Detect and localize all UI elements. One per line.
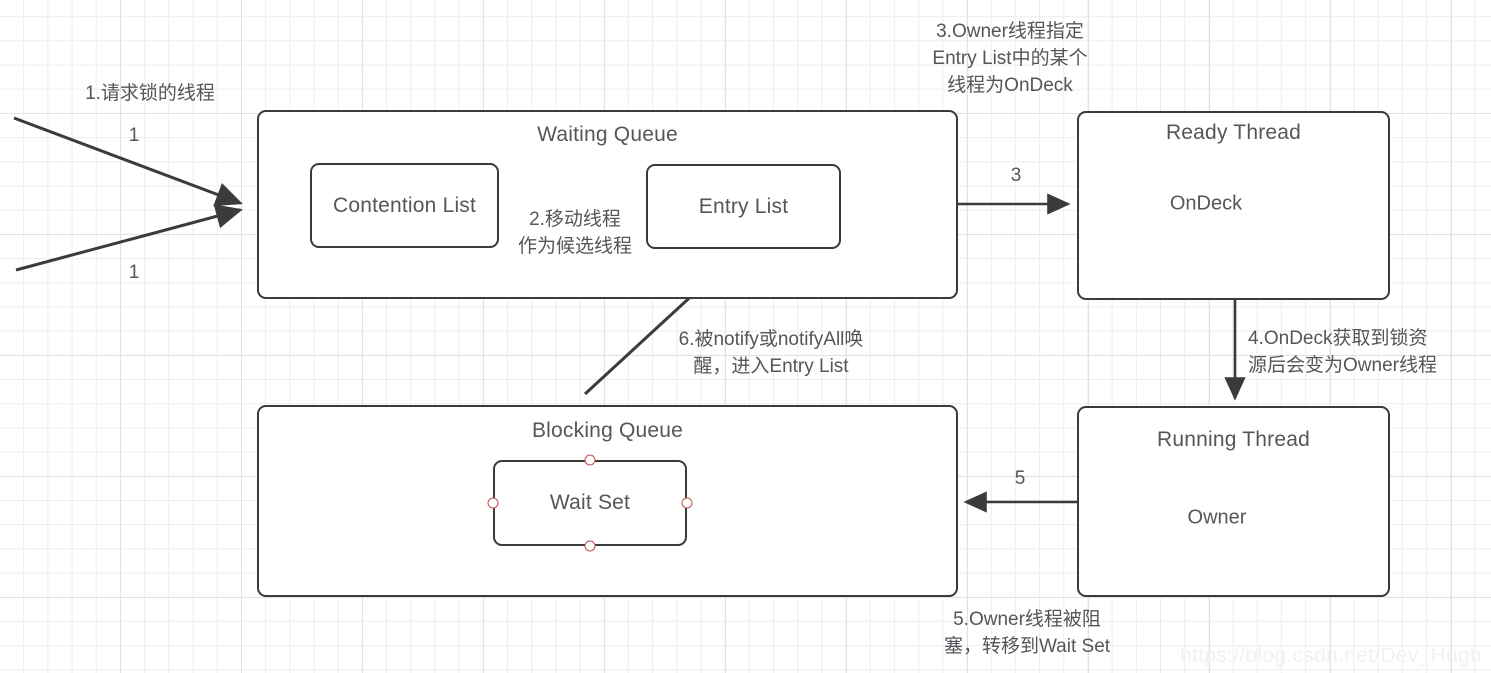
- edge-label-to-ready: 3: [1010, 165, 1022, 186]
- ready-thread-title: Ready Thread: [1165, 121, 1302, 144]
- owner-label: Owner: [1187, 506, 1247, 529]
- watermark: https://blog.csdn.net/Dev_Hugh: [1180, 644, 1483, 667]
- ready-thread-box[interactable]: Ready Thread: [1077, 111, 1390, 300]
- entry-list-label: Entry List: [698, 194, 789, 218]
- ondeck-label: OnDeck: [1169, 192, 1243, 215]
- contention-list-label: Contention List: [332, 193, 477, 217]
- entry-list-box[interactable]: Entry List: [646, 164, 841, 249]
- contention-list-box[interactable]: Contention List: [310, 163, 499, 248]
- edge-label-to-blocking: 5: [1014, 468, 1026, 489]
- annotation-step-3: 3.Owner线程指定 Entry List中的某个 线程为OnDeck: [932, 21, 1088, 96]
- running-thread-box[interactable]: Running Thread: [1077, 406, 1390, 597]
- annotation-step-2: 2.移动线程 作为候选线程: [517, 209, 632, 257]
- waiting-queue-title: Waiting Queue: [537, 123, 678, 146]
- blocking-queue-title: Blocking Queue: [531, 419, 684, 442]
- wait-set-box[interactable]: Wait Set: [493, 460, 687, 546]
- wait-set-handle-bottom[interactable]: [584, 540, 596, 552]
- edge-request-lock-bottom: [15, 204, 243, 272]
- wait-set-label: Wait Set: [549, 491, 631, 514]
- running-thread-title: Running Thread: [1156, 428, 1311, 451]
- wait-set-handle-top[interactable]: [584, 454, 596, 466]
- wait-set-handle-right[interactable]: [681, 497, 693, 509]
- annotation-step-4: 4.OnDeck获取到锁资 源后会变为Owner线程: [1248, 328, 1437, 376]
- annotation-step-1: 1.请求锁的线程: [85, 83, 215, 104]
- annotation-step-5: 5.Owner线程被阻 塞，转移到Wait Set: [943, 609, 1111, 657]
- annotation-step-6: 6.被notify或notifyAll唤 醒，进入Entry List: [678, 329, 864, 377]
- edge-label-in-top: 1: [128, 125, 140, 146]
- wait-set-handle-left[interactable]: [487, 497, 499, 509]
- edge-request-lock-top: [13, 116, 243, 207]
- edge-label-in-bottom: 1: [128, 262, 140, 283]
